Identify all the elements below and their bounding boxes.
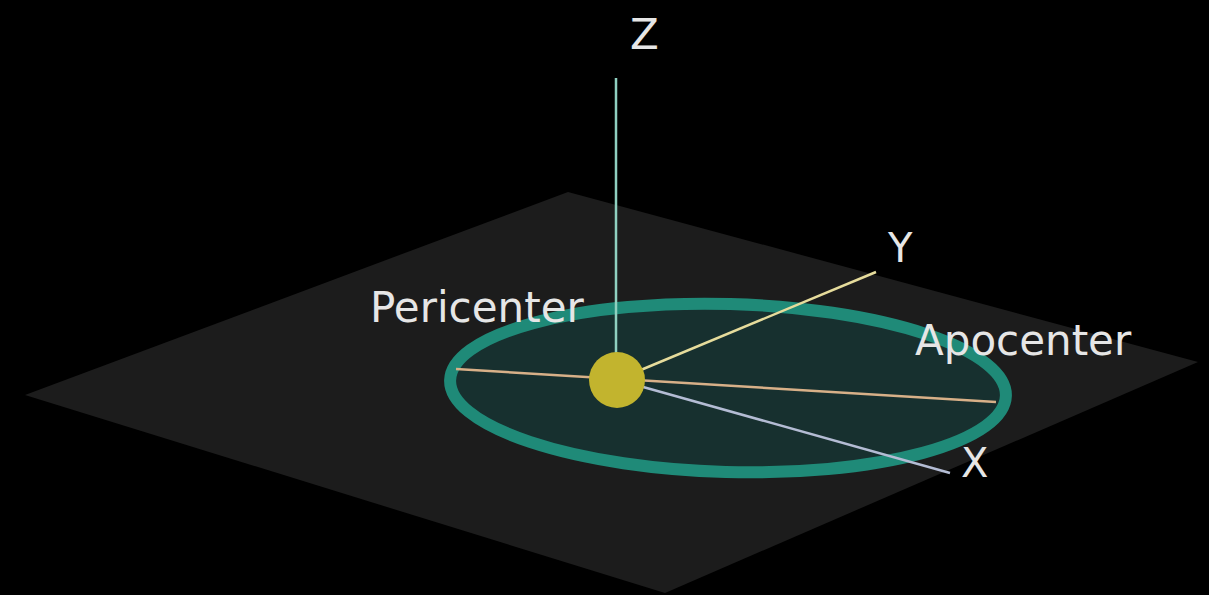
z-axis xyxy=(615,78,618,356)
apsis-line xyxy=(456,369,996,402)
apsis-label: Pericenter xyxy=(370,287,584,329)
y-axis xyxy=(636,272,876,372)
apsis-label: Apocenter xyxy=(915,320,1131,362)
axis-label: Z xyxy=(630,14,659,56)
reference-plane xyxy=(25,192,1198,593)
axis-label: Y xyxy=(888,228,912,268)
axis-label: X xyxy=(961,443,988,483)
x-axis xyxy=(636,385,950,473)
central-body xyxy=(589,352,645,408)
